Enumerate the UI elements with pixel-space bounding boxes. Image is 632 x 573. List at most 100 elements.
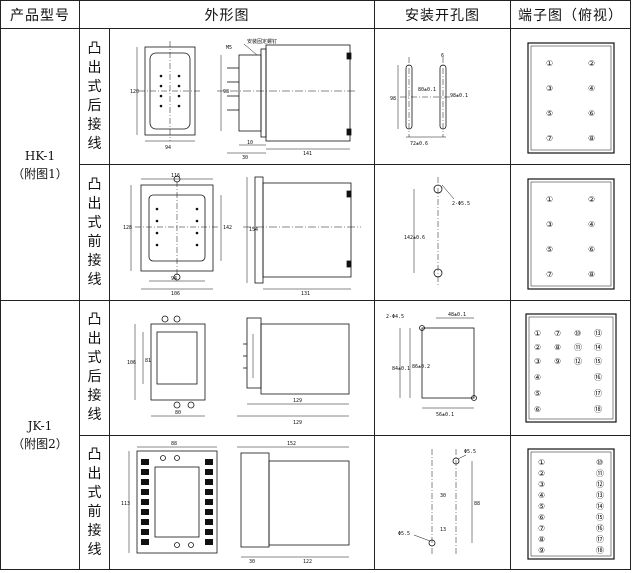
svg-text:②: ② <box>588 195 595 204</box>
dim-cut-width-top: 48±0.1 <box>448 312 466 318</box>
dim-cut-a-jk: 30 <box>440 493 446 499</box>
svg-text:⑯: ⑯ <box>596 524 604 533</box>
dim-width: 94 <box>165 145 171 151</box>
mount-type-front: 凸出式前接线 <box>79 164 110 301</box>
svg-text:①: ① <box>546 195 553 204</box>
dim-cut-width: 72±0.6 <box>410 141 428 147</box>
svg-text:①: ① <box>534 329 541 338</box>
cutout-drawing-hk1-rear: 98 80±0.1 98±0.1 6 72±0.6 <box>374 28 511 165</box>
dim-hole-b: Φ5.5 <box>398 531 410 537</box>
svg-text:⑩: ⑩ <box>596 458 603 467</box>
model-cell-jk1: JK-1 （附图2） <box>0 300 80 570</box>
svg-text:⑥: ⑥ <box>588 109 595 118</box>
svg-text:②: ② <box>538 469 545 478</box>
cutout-drawing-hk1-front: 2-Φ5.5 142±0.6 <box>374 164 511 301</box>
dim-hole-a: Φ5.5 <box>464 449 476 455</box>
svg-text:②: ② <box>534 343 541 352</box>
dim-cut-top: 6 <box>441 53 444 59</box>
svg-text:⑰: ⑰ <box>596 535 604 544</box>
svg-text:③: ③ <box>534 357 541 366</box>
dim-holes-jk: 2-Φ4.5 <box>386 314 404 320</box>
svg-text:⑪: ⑪ <box>574 343 582 352</box>
svg-text:⑦: ⑦ <box>546 270 553 279</box>
row-hk1-rear: HK-1 （附图1） 凸出式后接线 <box>0 28 631 301</box>
svg-text:⑧: ⑧ <box>554 343 561 352</box>
dim-side-height: 98 <box>223 89 229 95</box>
dim-depth-jk-b: 129 <box>293 420 302 426</box>
dim-depth-jk-a: 129 <box>293 398 302 404</box>
dim-height: 120 <box>130 89 139 95</box>
dim-outer-height: 106 <box>127 360 136 366</box>
dim-cut-width-jk: 56±0.1 <box>436 412 454 418</box>
svg-text:③: ③ <box>546 220 553 229</box>
svg-text:⑧: ⑧ <box>538 535 545 544</box>
svg-text:⑰: ⑰ <box>594 389 602 398</box>
svg-text:⑤: ⑤ <box>534 389 541 398</box>
svg-text:③: ③ <box>546 84 553 93</box>
cutout-drawing-jk1-front: Φ5.5 Φ5.5 88 30 13 <box>374 435 511 570</box>
svg-text:①: ① <box>546 59 553 68</box>
dim-inner-height-jk: 81 <box>145 358 151 364</box>
svg-text:⑩: ⑩ <box>574 329 581 338</box>
terminal-diagram-hk1-rear: ① ② ③ ④ ⑤ ⑥ ⑦ ⑧ <box>510 28 631 165</box>
svg-text:⑤: ⑤ <box>546 109 553 118</box>
dim-cut-b: 98±0.1 <box>450 93 468 99</box>
svg-text:④: ④ <box>588 220 595 229</box>
svg-text:⑪: ⑪ <box>596 469 604 478</box>
svg-text:⑱: ⑱ <box>594 405 602 414</box>
model-cell-hk1: HK-1 （附图1） <box>0 28 80 301</box>
dim-cut-height-jk-front: 88 <box>474 501 480 507</box>
mount-type-rear: 凸出式后接线 <box>79 300 110 436</box>
svg-text:①: ① <box>538 458 545 467</box>
svg-text:③: ③ <box>538 480 545 489</box>
svg-text:⑫: ⑫ <box>596 480 604 489</box>
svg-text:⑧: ⑧ <box>588 134 595 143</box>
svg-text:⑤: ⑤ <box>546 245 553 254</box>
dim-depth-c: 141 <box>303 151 312 157</box>
row-jk1-rear: JK-1 （附图2） 凸出式后接线 106 81 80 <box>0 300 631 570</box>
header-terminal: 端子图（俯视） <box>510 0 631 29</box>
outline-drawing-hk1-rear: 120 94 安装固定螺钉 M5 98 <box>109 28 375 165</box>
svg-text:⑱: ⑱ <box>596 546 604 555</box>
svg-text:⑯: ⑯ <box>594 373 602 382</box>
label-m5: M5 <box>226 45 232 51</box>
outline-drawing-hk1-front: 116 128 142 <box>109 164 375 301</box>
svg-text:⑦: ⑦ <box>554 329 561 338</box>
figure-ref: （附图2） <box>12 437 68 451</box>
svg-text:⑥: ⑥ <box>538 513 545 522</box>
svg-text:⑥: ⑥ <box>534 405 541 414</box>
svg-text:⑤: ⑤ <box>538 502 545 511</box>
svg-text:⑧: ⑧ <box>588 270 595 279</box>
header-row: 产品型号 外形图 安装开孔图 端子图（俯视） <box>0 0 631 29</box>
dim-cut-height-jk-b: 86±0.2 <box>412 364 430 370</box>
header-cutout: 安装开孔图 <box>374 0 511 29</box>
svg-text:⑬: ⑬ <box>594 329 602 338</box>
header-outline: 外形图 <box>79 0 375 29</box>
svg-text:⑭: ⑭ <box>596 502 604 511</box>
svg-text:⑫: ⑫ <box>574 357 582 366</box>
svg-text:④: ④ <box>534 373 541 382</box>
terminal-diagram-jk1-front: ① ② ③ ④ ⑤ ⑥ ⑦ ⑧ ⑨ ⑩ ⑪ ⑫ ⑬ ⑭ ⑮ ⑯ ⑰ <box>510 435 631 570</box>
svg-text:⑮: ⑮ <box>596 513 604 522</box>
dim-depth-total: 152 <box>287 441 296 447</box>
outline-drawing-jk1-front: 88 <box>109 435 375 570</box>
dim-base-width: 80 <box>175 410 181 416</box>
svg-text:⑮: ⑮ <box>594 357 602 366</box>
svg-text:⑦: ⑦ <box>546 134 553 143</box>
svg-text:②: ② <box>588 59 595 68</box>
mount-type-front: 凸出式前接线 <box>79 435 110 570</box>
svg-text:⑬: ⑬ <box>596 491 604 500</box>
figure-ref: （附图1） <box>12 166 68 181</box>
dim-cut-height-jk-a: 84±0.1 <box>392 366 410 372</box>
dim-bottom-b: 106 <box>171 291 180 297</box>
row-hk1-front: 凸出式前接线 116 <box>1 164 631 301</box>
dim-depth-jk-front-a: 30 <box>249 559 255 565</box>
model-name: JK-1 <box>27 419 53 433</box>
dim-height-front: 128 <box>123 225 132 231</box>
header-model: 产品型号 <box>0 0 80 29</box>
dim-depth-a: 10 <box>247 140 253 146</box>
row-jk1-front: 凸出式前接线 88 <box>1 435 631 570</box>
svg-text:⑦: ⑦ <box>538 524 545 533</box>
